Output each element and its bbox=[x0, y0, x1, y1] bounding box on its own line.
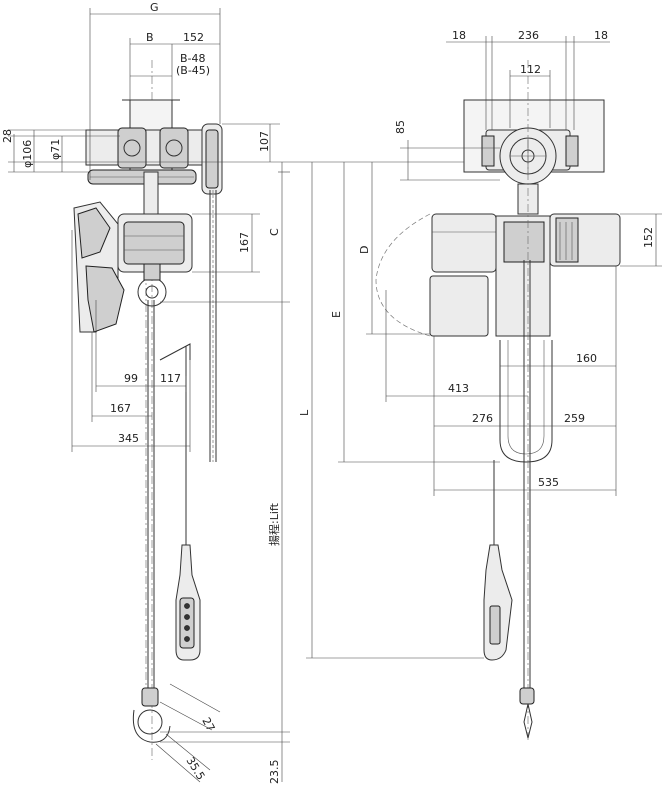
label-99: 99 bbox=[124, 372, 138, 385]
label-259: 259 bbox=[564, 412, 585, 425]
label-413: 413 bbox=[448, 382, 469, 395]
label-345: 345 bbox=[118, 432, 139, 445]
label-35-5: 35.5 bbox=[183, 755, 207, 783]
label-E: E bbox=[330, 311, 343, 318]
label-152-right: 152 bbox=[642, 227, 655, 248]
label-167-side: 167 bbox=[238, 232, 251, 253]
label-18-left: 18 bbox=[452, 29, 466, 42]
label-107: 107 bbox=[258, 131, 271, 152]
label-23-5: 23.5 bbox=[268, 760, 281, 785]
label-117: 117 bbox=[160, 372, 181, 385]
label-G: G bbox=[150, 1, 159, 14]
label-85: 85 bbox=[394, 120, 407, 134]
label-B-48: B-48 bbox=[180, 52, 206, 65]
label-phi106: φ106 bbox=[21, 140, 34, 168]
label-B-45: (B-45) bbox=[176, 64, 210, 77]
label-236: 236 bbox=[518, 29, 539, 42]
side-dimensions bbox=[8, 8, 290, 782]
front-dimensions bbox=[290, 36, 662, 659]
label-D: D bbox=[358, 246, 371, 254]
front-view bbox=[375, 60, 621, 740]
label-167-bottom: 167 bbox=[110, 402, 131, 415]
label-535: 535 bbox=[538, 476, 559, 489]
label-27: 27 bbox=[199, 715, 217, 733]
label-160: 160 bbox=[576, 352, 597, 365]
label-112: 112 bbox=[520, 63, 541, 76]
label-28: 28 bbox=[1, 129, 14, 143]
label-L: L bbox=[298, 409, 311, 416]
label-lift: 揚程:Lift bbox=[268, 502, 281, 546]
label-phi71: φ71 bbox=[49, 139, 62, 160]
side-view bbox=[73, 60, 223, 783]
label-B: B bbox=[146, 31, 154, 44]
label-152-top: 152 bbox=[183, 31, 204, 44]
label-276: 276 bbox=[472, 412, 493, 425]
label-18-right: 18 bbox=[594, 29, 608, 42]
label-C: C bbox=[268, 228, 281, 236]
